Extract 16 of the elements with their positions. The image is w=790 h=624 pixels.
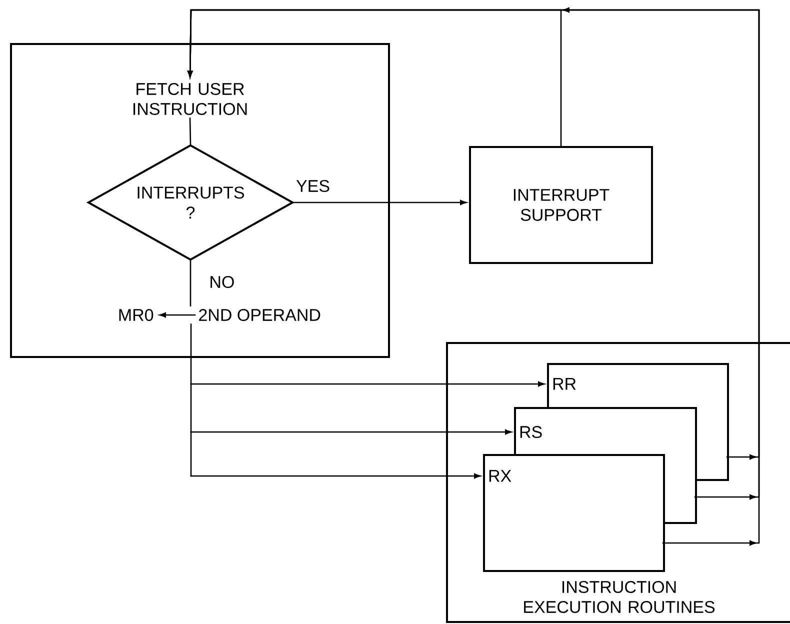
edge-label: NO <box>210 276 234 288</box>
connector <box>189 118 192 145</box>
step-text: 2ND OPERAND <box>199 308 320 322</box>
step-text: MR0 <box>119 308 154 322</box>
arrow <box>190 429 512 435</box>
process-box: INTERRUPT SUPPORT <box>469 146 653 264</box>
arrow <box>190 473 481 479</box>
connector <box>190 260 192 306</box>
connector <box>293 200 467 206</box>
connector <box>159 312 196 318</box>
connector <box>190 324 192 477</box>
arrow <box>190 381 545 387</box>
edge-label: YES <box>296 180 330 192</box>
frame-box <box>10 43 390 358</box>
routine-box: RX <box>483 454 665 572</box>
step-text: FETCH USER INSTRUCTION <box>134 82 247 116</box>
